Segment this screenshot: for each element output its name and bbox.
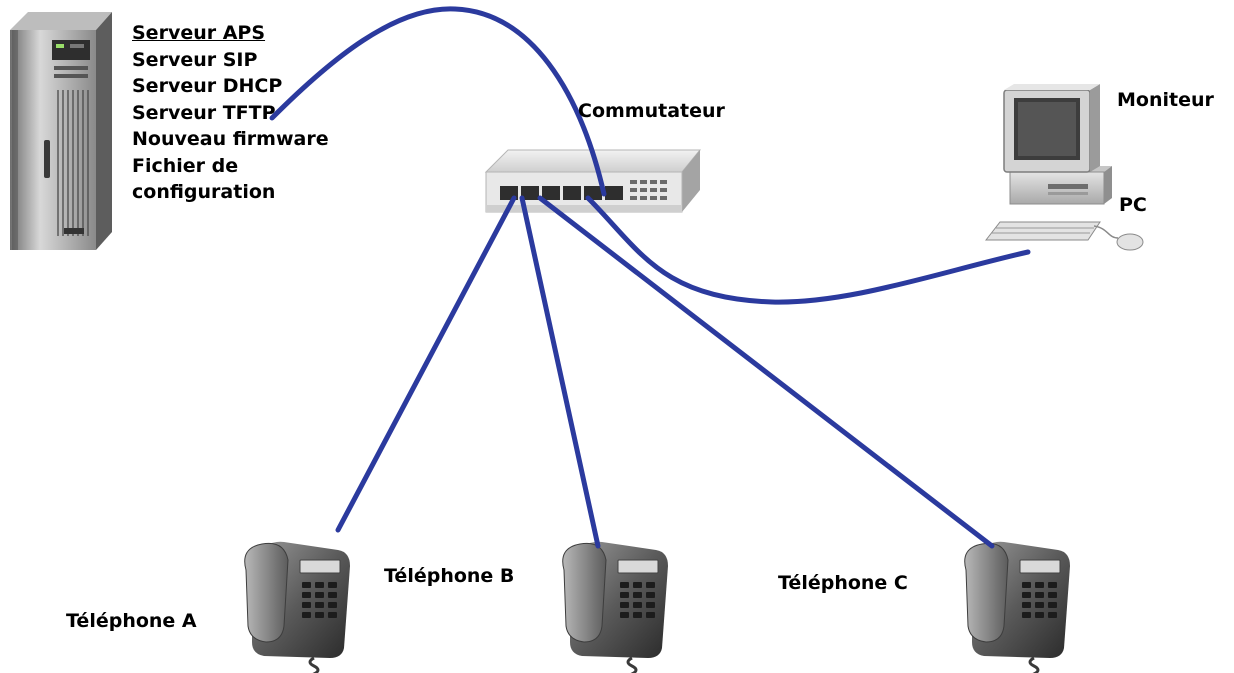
- monitor-label: Moniteur: [1117, 89, 1214, 111]
- server-item-tftp: Serveur TFTP: [132, 101, 276, 124]
- phone-a-label: Téléphone A: [66, 610, 197, 632]
- server-item-sip: Serveur SIP: [132, 48, 258, 71]
- cable-switch-phone-a: [335, 195, 517, 533]
- pc-label: PC: [1119, 194, 1147, 216]
- cable-switch-phone-b: [519, 195, 601, 549]
- cable-switch-phone-c: [537, 195, 995, 549]
- phone-c-icon: [964, 541, 1070, 673]
- server-item-config-1: Fichier de: [132, 154, 239, 177]
- switch-icon: [484, 149, 702, 213]
- phone-c-label: Téléphone C: [778, 572, 908, 594]
- phone-a-icon: [244, 541, 350, 673]
- phone-b-icon: [562, 541, 668, 673]
- server-item-firmware: Nouveau firmware: [132, 128, 329, 150]
- server-item-config-2: configuration: [132, 181, 276, 203]
- server-item-dhcp: Serveur DHCP: [132, 75, 283, 97]
- server-title: Serveur APS: [132, 22, 266, 44]
- phone-b-label: Téléphone B: [384, 565, 515, 587]
- server-labels: Serveur APS Serveur SIP Serveur DHCP Ser…: [132, 20, 329, 206]
- pc-icon: [984, 84, 1144, 251]
- server-icon: [10, 12, 112, 250]
- cable-server-switch: [269, 6, 607, 197]
- switch-label: Commutateur: [578, 100, 725, 122]
- cable-switch-pc: [585, 195, 1031, 305]
